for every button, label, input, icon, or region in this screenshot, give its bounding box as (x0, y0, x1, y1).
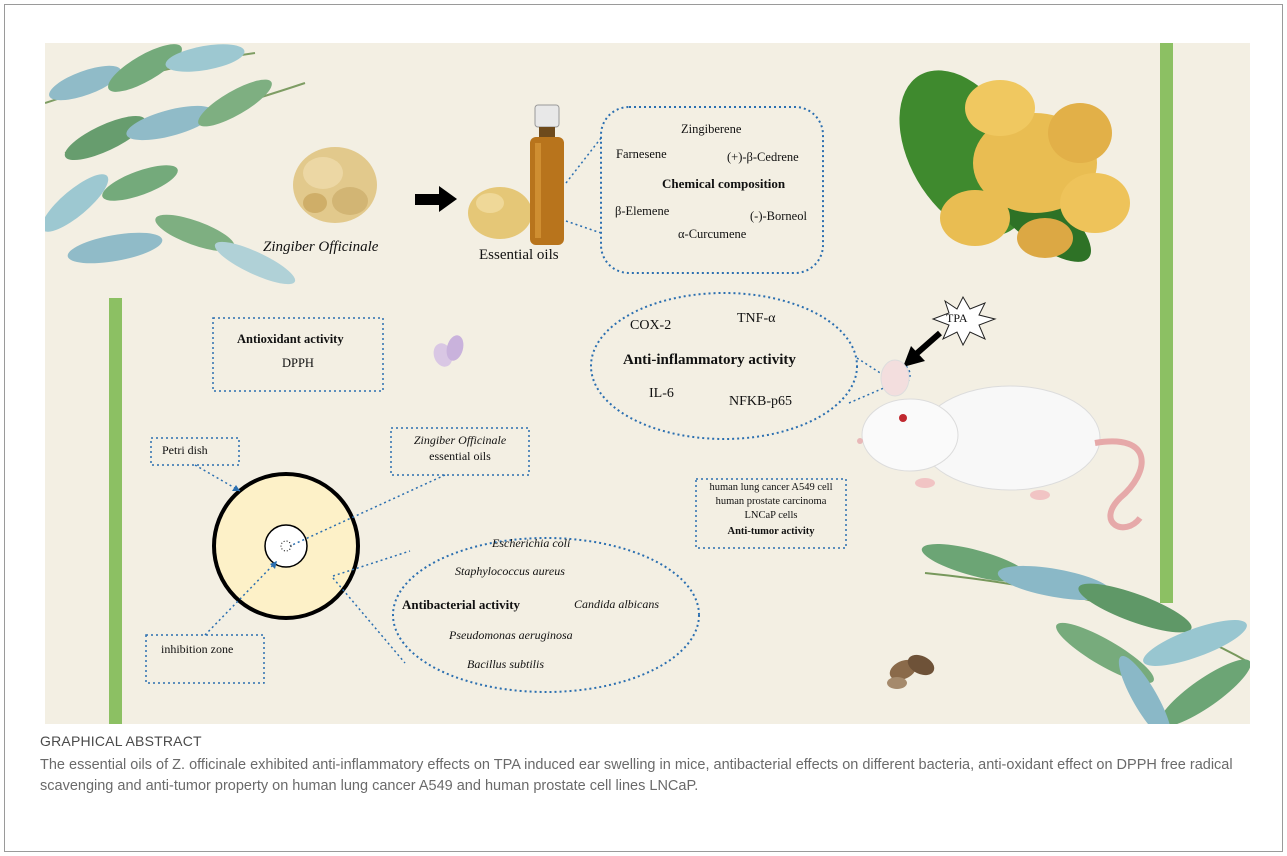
bacteria-paeruginosa: Pseudomonas aeruginosa (449, 628, 573, 643)
butterfly-small-image (430, 333, 466, 369)
petri-dish-diagram (214, 474, 358, 618)
oil-label-line2: essential oils (395, 449, 525, 464)
bacteria-ecoli: Escherichia coli (492, 536, 570, 551)
caption-title: GRAPHICAL ABSTRACT (40, 733, 202, 749)
tpa-label: TPA (946, 311, 968, 326)
bacteria-saureus: Staphylococcus aureus (455, 564, 565, 579)
tpa-arrow (903, 333, 940, 367)
oil-label-line1: Zingiber Officinale (395, 433, 525, 448)
zingiber-label: Zingiber Officinale (263, 239, 378, 256)
graphical-abstract-panel: Zingiber Officinale Essential oils Zingi… (45, 43, 1250, 724)
chem-item-zingiberene: Zingiberene (681, 122, 741, 137)
chem-item-cedrene: (+)-β-Cedrene (727, 150, 799, 165)
caption-text: The essential oils of Z. officinale exhi… (40, 755, 1240, 797)
anti-inflammatory-title: Anti-inflammatory activity (623, 352, 796, 369)
essential-oils-label: Essential oils (479, 247, 559, 264)
chem-item-farnesene: Farnesene (616, 147, 667, 162)
white-mouse-image (857, 360, 1142, 527)
tumor-line-2: human prostate carcinoma (699, 496, 843, 507)
inhibition-zone-label: inhibition zone (161, 642, 233, 657)
inflam-item-nfkb: NFKB-p65 (729, 394, 792, 410)
leaves-bottom-right (919, 536, 1250, 724)
essential-oil-vial-image (468, 105, 564, 245)
process-arrow (415, 186, 457, 212)
chem-item-borneol: (-)-Borneol (750, 209, 807, 224)
inflam-item-cox2: COX-2 (630, 318, 671, 334)
petri-dish-label: Petri dish (162, 443, 208, 458)
antioxidant-dpph: DPPH (282, 356, 314, 371)
fresh-ginger-root-image (872, 48, 1130, 278)
chemical-composition-title: Chemical composition (662, 176, 785, 192)
anti-tumor-title: Anti-tumor activity (699, 526, 843, 537)
dried-ginger-image (293, 147, 377, 223)
illustration-layer (45, 43, 1250, 724)
tumor-line-3: LNCaP cells (699, 510, 843, 521)
inflam-item-il6: IL-6 (649, 386, 674, 402)
inflam-item-tnf: TNF-α (737, 311, 775, 327)
right-green-bar (1160, 43, 1173, 603)
antibacterial-ellipse (393, 538, 699, 692)
antibacterial-title: Antibacterial activity (402, 597, 520, 613)
tumor-line-1: human lung cancer A549 cell (699, 482, 843, 493)
bacteria-bsubtilis: Bacillus subtilis (467, 657, 544, 672)
chem-item-curcumene: α-Curcumene (678, 227, 746, 242)
antioxidant-title: Antioxidant activity (237, 332, 344, 347)
left-green-bar (109, 298, 122, 724)
antioxidant-box (213, 318, 383, 391)
butterfly-bottom-image (887, 651, 938, 689)
bacteria-calbicans: Candida albicans (574, 597, 659, 612)
chem-item-elemene: β-Elemene (615, 204, 669, 219)
